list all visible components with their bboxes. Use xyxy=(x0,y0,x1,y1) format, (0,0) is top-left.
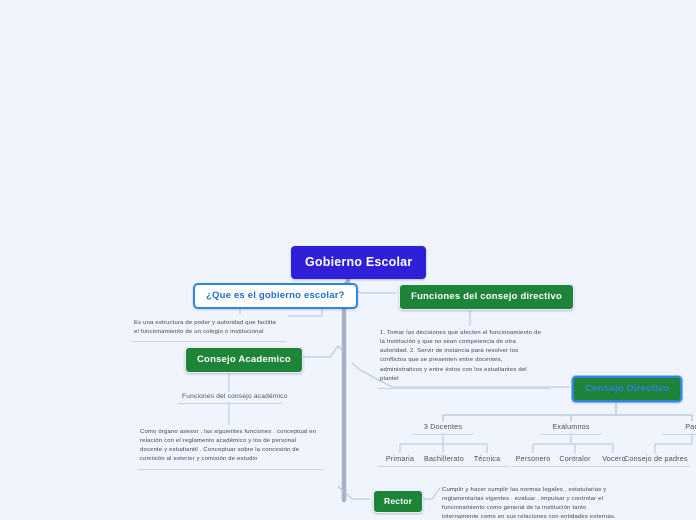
node-question-label: ¿Que es el gobierno escolar? xyxy=(206,290,345,301)
node-funciones-consejo-directivo-label: Funciones del consejo directivo xyxy=(411,291,562,302)
node-contralor-label: Contralor xyxy=(559,454,591,463)
node-funciones-consejo-academico-label: Funciones del consejo académico xyxy=(182,393,288,400)
node-vocero-label: Vocero xyxy=(602,454,626,463)
node-padres-label: Pad xyxy=(685,422,696,431)
node-tecnica[interactable]: Técnica xyxy=(466,453,508,467)
node-root-label: Gobierno Escolar xyxy=(305,255,413,269)
note-rector[interactable]: Cumplir y hacer cumplir las normas legal… xyxy=(440,484,622,520)
note-funciones-consejo-directivo[interactable]: 1. Tomar las decisiones que afecten el f… xyxy=(378,327,550,389)
node-3-docentes[interactable]: 3 Docentes xyxy=(413,421,473,435)
node-padres[interactable]: Pad xyxy=(662,421,696,435)
note-definicion-gobierno-escolar[interactable]: Es una estructura de poder y autoridad q… xyxy=(132,317,286,343)
node-contralor[interactable]: Contralor xyxy=(554,453,596,467)
node-funciones-consejo-directivo[interactable]: Funciones del consejo directivo xyxy=(399,284,574,310)
node-consejo-de-padres-label: Consejo de padres xyxy=(624,454,688,463)
node-vocero[interactable]: Vocero xyxy=(595,453,633,467)
node-rector-label: Rector xyxy=(384,496,413,506)
node-que-es-el-gobierno-escolar[interactable]: ¿Que es el gobierno escolar? xyxy=(193,283,358,309)
node-consejo-academico-label: Consejo Academico xyxy=(197,354,291,365)
node-rector[interactable]: Rector xyxy=(373,490,424,513)
note-funciones-consejo-academico[interactable]: Como órgano asesor , las siguientes func… xyxy=(138,426,323,470)
node-funciones-consejo-academico[interactable]: Funciones del consejo académico xyxy=(178,392,287,404)
node-3-docentes-label: 3 Docentes xyxy=(423,422,463,431)
node-primaria-label: Primaria xyxy=(385,454,415,463)
note-definicion-text: Es una estructura de poder y autoridad q… xyxy=(134,320,276,336)
node-consejo-directivo[interactable]: Consejo Directivo xyxy=(572,376,683,402)
trunk-edge xyxy=(341,273,351,503)
node-consejo-academico[interactable]: Consejo Academico xyxy=(185,347,303,373)
note-funciones-consejo-academico-text: Como órgano asesor , las siguientes func… xyxy=(140,429,317,463)
node-exalumnos-label: Exalumnos xyxy=(552,422,590,431)
node-consejo-directivo-label: Consejo Directivo xyxy=(585,383,670,394)
node-primaria[interactable]: Primaria xyxy=(378,453,422,467)
node-personero[interactable]: Personero xyxy=(511,453,555,467)
note-funciones-consejo-directivo-text: 1. Tomar las decisiones que afecten el f… xyxy=(380,330,542,382)
node-exalumnos[interactable]: Exalumnos xyxy=(541,421,601,435)
node-root-gobierno-escolar[interactable]: Gobierno Escolar xyxy=(291,246,427,279)
node-bachillerato-label: Bachillerato xyxy=(424,454,464,463)
node-tecnica-label: Técnica xyxy=(473,454,501,463)
node-consejo-de-padres[interactable]: Consejo de padres xyxy=(620,453,690,467)
node-bachillerato[interactable]: Bachillerato xyxy=(420,453,466,467)
note-rector-text: Cumplir y hacer cumplir las normas legal… xyxy=(442,487,616,520)
node-personero-label: Personero xyxy=(515,454,551,463)
